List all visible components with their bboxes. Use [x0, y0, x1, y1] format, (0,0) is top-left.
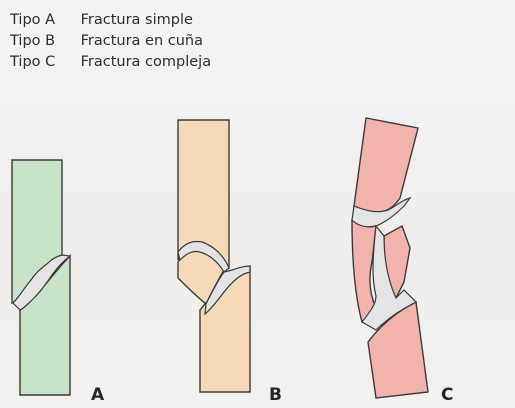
- panel-label-c: C: [441, 385, 453, 405]
- panel-label-a: A: [91, 385, 104, 405]
- panel-label-b: B: [269, 385, 282, 405]
- bone-type-c: [352, 118, 428, 398]
- bone-type-b: [178, 120, 250, 392]
- bone-type-a: [12, 160, 70, 395]
